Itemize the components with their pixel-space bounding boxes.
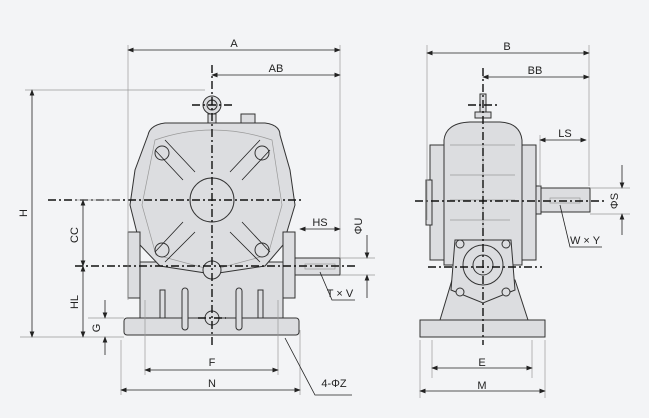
- left-flange: [127, 231, 141, 299]
- dim-label-f: F: [209, 357, 216, 369]
- dim-label-hs: HS: [312, 217, 327, 229]
- dim-label-a: A: [230, 38, 238, 50]
- front-view: [20, 45, 375, 396]
- dim-label-e: E: [478, 357, 485, 369]
- right-flange: [282, 231, 296, 299]
- dim-label-ab: AB: [269, 63, 284, 75]
- dim-label-z: 4-ΦZ: [321, 378, 347, 390]
- dim-label-tv: T × V: [327, 288, 354, 300]
- dim-label-g: G: [91, 324, 103, 333]
- dim-label-h: H: [18, 209, 30, 217]
- vent-plug-icon: [240, 113, 256, 124]
- dim-label-u: ΦU: [353, 218, 365, 235]
- dim-label-wy: W × Y: [570, 235, 601, 247]
- side-view: [415, 45, 630, 398]
- dim-label-ls: LS: [558, 128, 571, 140]
- dim-label-m: M: [477, 380, 486, 392]
- side-shaft: [540, 187, 591, 213]
- dim-label-hl: HL: [69, 295, 81, 309]
- front-view-labels: A AB H CC HL G F N HS ΦU T × V 4-ΦZ: [18, 38, 365, 390]
- side-view-labels: B BB LS ΦS W × Y E M: [477, 41, 621, 392]
- dim-label-cc: CC: [69, 227, 81, 243]
- dim-label-n: N: [208, 378, 216, 390]
- dim-label-s: ΦS: [609, 193, 621, 209]
- dim-label-b: B: [503, 41, 510, 53]
- dim-label-bb: BB: [528, 65, 543, 77]
